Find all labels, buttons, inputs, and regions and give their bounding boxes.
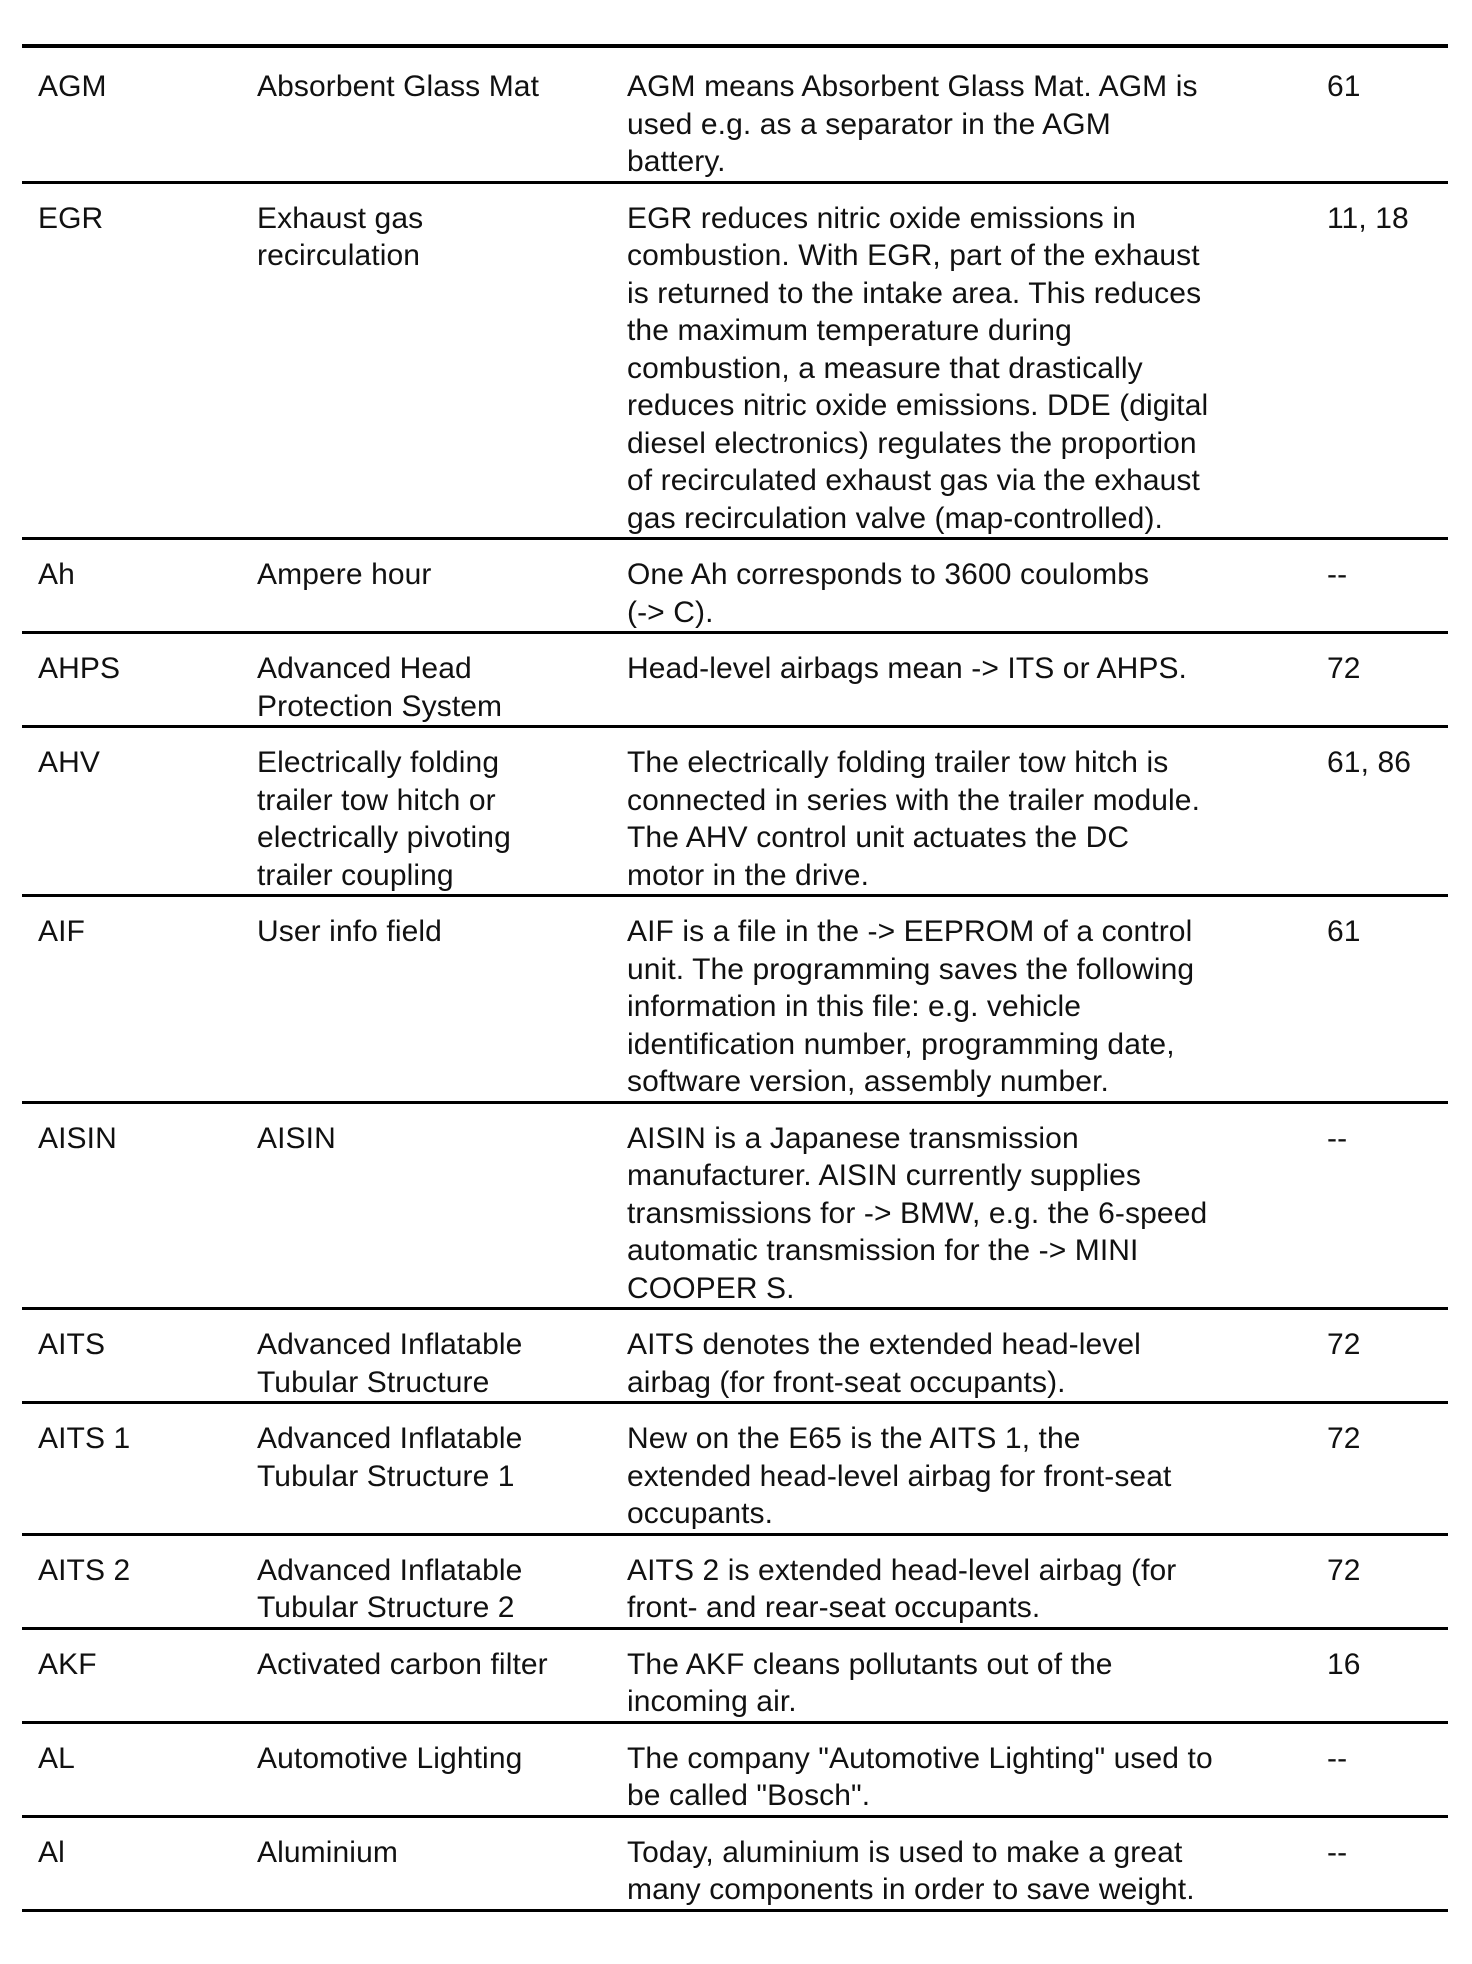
abbreviation-cell: EGR bbox=[22, 182, 257, 540]
abbreviation-cell: AL bbox=[22, 1722, 257, 1818]
term-cell: Electrically folding trailer tow hitch o… bbox=[257, 726, 627, 897]
description-cell: EGR reduces nitric oxide emissions in co… bbox=[627, 182, 1327, 540]
description-cell: AIF is a file in the -> EEPROM of a cont… bbox=[627, 895, 1327, 1104]
abbreviation-cell: AKF bbox=[22, 1628, 257, 1724]
abbreviation-cell: AIF bbox=[22, 895, 257, 1104]
description-cell: AGM means Absorbent Glass Mat. AGM is us… bbox=[627, 46, 1327, 184]
page-reference-cell: 72 bbox=[1327, 1402, 1448, 1536]
term-cell: Advanced Inflatable Tubular Structure 2 bbox=[257, 1534, 627, 1630]
page-reference-cell: 61, 86 bbox=[1327, 726, 1448, 897]
description-cell: New on the E65 is the AITS 1, the extend… bbox=[627, 1402, 1327, 1536]
page-reference-cell: -- bbox=[1327, 1722, 1448, 1818]
description-cell: Head-level airbags mean -> ITS or AHPS. bbox=[627, 632, 1327, 728]
description-cell: Today, aluminium is used to make a great… bbox=[627, 1816, 1327, 1912]
description-cell: AITS 2 is extended head-level airbag (fo… bbox=[627, 1534, 1327, 1630]
term-cell: Advanced Head Protection System bbox=[257, 632, 627, 728]
term-cell: Automotive Lighting bbox=[257, 1722, 627, 1818]
abbreviation-cell: AGM bbox=[22, 46, 257, 184]
description-cell: One Ah corresponds to 3600 coulombs (-> … bbox=[627, 538, 1327, 634]
term-cell: Activated carbon filter bbox=[257, 1628, 627, 1724]
abbreviation-cell: AITS 1 bbox=[22, 1402, 257, 1536]
page-reference-cell: -- bbox=[1327, 538, 1448, 634]
abbreviation-cell: AHV bbox=[22, 726, 257, 897]
term-cell: Advanced Inflatable Tubular Structure 1 bbox=[257, 1402, 627, 1536]
description-cell: The electrically folding trailer tow hit… bbox=[627, 726, 1327, 897]
term-cell: User info field bbox=[257, 895, 627, 1104]
abbreviation-cell: AHPS bbox=[22, 632, 257, 728]
page-reference-cell: -- bbox=[1327, 1102, 1448, 1310]
abbreviation-cell: AITS 2 bbox=[22, 1534, 257, 1630]
description-cell: AISIN is a Japanese transmission manufac… bbox=[627, 1102, 1327, 1310]
term-cell: Aluminium bbox=[257, 1816, 627, 1912]
abbreviation-cell: Ah bbox=[22, 538, 257, 634]
abbreviation-cell: AISIN bbox=[22, 1102, 257, 1310]
page-reference-cell: 16 bbox=[1327, 1628, 1448, 1724]
description-cell: The AKF cleans pollutants out of the inc… bbox=[627, 1628, 1327, 1724]
page-reference-cell: -- bbox=[1327, 1816, 1448, 1912]
abbreviation-cell: AITS bbox=[22, 1308, 257, 1404]
page-reference-cell: 11, 18 bbox=[1327, 182, 1448, 540]
page-reference-cell: 72 bbox=[1327, 1534, 1448, 1630]
term-cell: AISIN bbox=[257, 1102, 627, 1310]
page-reference-cell: 61 bbox=[1327, 46, 1448, 184]
page-reference-cell: 72 bbox=[1327, 632, 1448, 728]
page-reference-cell: 61 bbox=[1327, 895, 1448, 1104]
term-cell: Absorbent Glass Mat bbox=[257, 46, 627, 184]
description-cell: The company "Automotive Lighting" used t… bbox=[627, 1722, 1327, 1818]
term-cell: Advanced Inflatable Tubular Structure bbox=[257, 1308, 627, 1404]
term-cell: Ampere hour bbox=[257, 538, 627, 634]
term-cell: Exhaust gas recirculation bbox=[257, 182, 627, 540]
page-reference-cell: 72 bbox=[1327, 1308, 1448, 1404]
description-cell: AITS denotes the extended head-level air… bbox=[627, 1308, 1327, 1404]
abbreviation-cell: Al bbox=[22, 1816, 257, 1912]
